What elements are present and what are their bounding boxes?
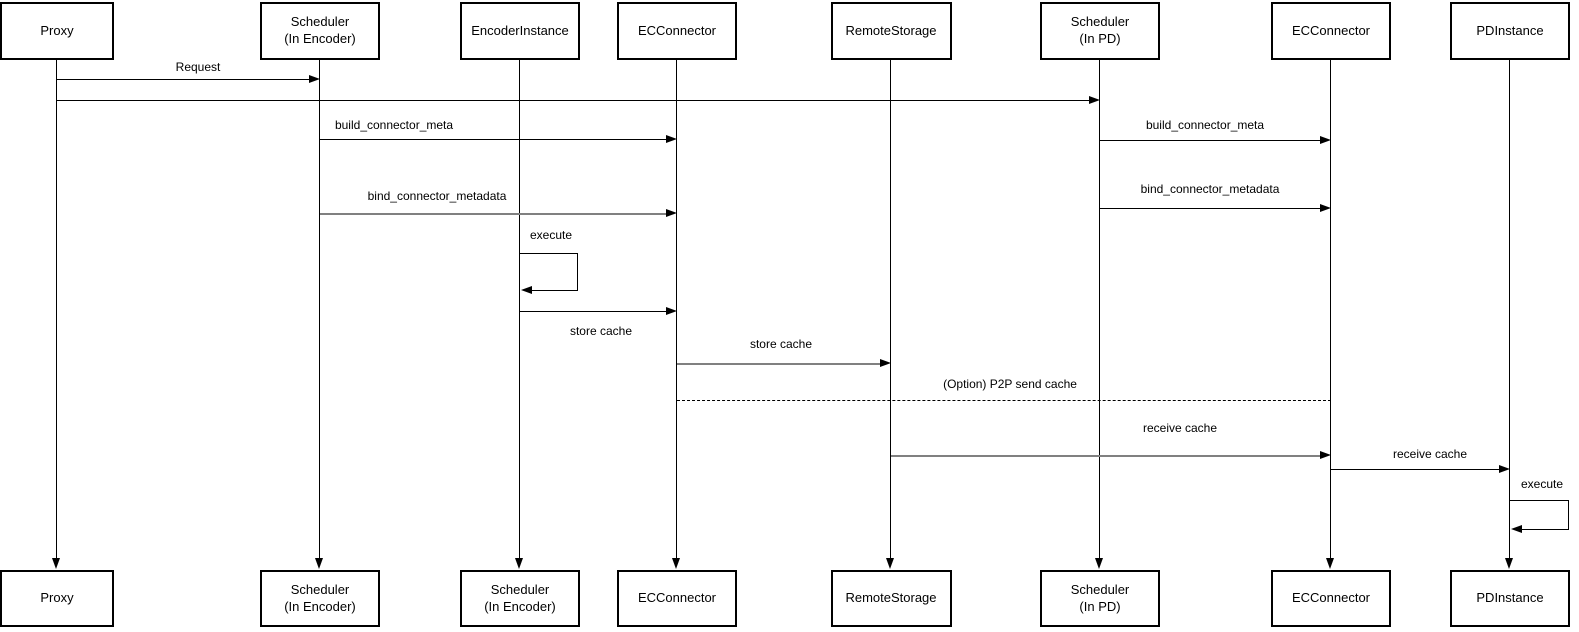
- lifeline-end-arrowhead-icon: [52, 558, 60, 569]
- self-message-arrowhead-icon: [521, 286, 532, 294]
- self-message-return-line: [1521, 529, 1569, 530]
- message-line: [57, 79, 310, 80]
- participant-label: Proxy: [40, 22, 74, 38]
- participant-label: ECConnector: [1291, 590, 1371, 606]
- message-line: [520, 311, 667, 312]
- lifeline-remote-storage: [890, 60, 891, 559]
- participant-bottom-proxy: Proxy: [0, 570, 114, 627]
- lifeline-end-arrowhead-icon: [515, 558, 523, 569]
- message-line: [677, 400, 1331, 401]
- message-line: [57, 100, 1090, 101]
- lifeline-end-arrowhead-icon: [1326, 558, 1334, 569]
- message-arrowhead-icon: [666, 307, 677, 315]
- participant-top-encoder-instance: EncoderInstance: [460, 2, 580, 60]
- participant-bottom-pd-instance: PDInstance: [1450, 570, 1570, 627]
- participant-top-remote-storage: RemoteStorage: [830, 2, 952, 60]
- message-label: bind_connector_metadata: [367, 189, 507, 203]
- participant-bottom-scheduler-in-encoder: Scheduler (In Encoder): [260, 570, 380, 627]
- lifeline-end-arrowhead-icon: [315, 558, 323, 569]
- participant-bottom-encoder-instance: Scheduler (In Encoder): [460, 570, 580, 627]
- participant-top-pd-instance: PDInstance: [1450, 2, 1570, 60]
- self-message-label: execute: [529, 228, 573, 242]
- message-label: build_connector_meta: [1145, 118, 1265, 132]
- message-line: [320, 139, 667, 140]
- lifeline-encoder-instance: [519, 60, 520, 559]
- message-label: receive cache: [1142, 421, 1218, 435]
- message-line: [320, 213, 667, 215]
- participant-label: EncoderInstance: [471, 22, 569, 38]
- message-arrowhead-icon: [666, 135, 677, 143]
- self-message-right-line: [1568, 500, 1569, 529]
- participant-label: PDInstance: [1476, 22, 1544, 38]
- lifeline-scheduler-in-encoder: [319, 60, 320, 559]
- lifeline-ec-connector-pd: [1330, 60, 1331, 559]
- participant-top-scheduler-in-pd: Scheduler (In PD): [1040, 2, 1160, 60]
- self-message-top-line: [520, 253, 577, 254]
- self-message-arrowhead-icon: [1511, 525, 1522, 533]
- participant-label: Scheduler (In PD): [1070, 14, 1130, 46]
- participant-label: Scheduler (In PD): [1070, 581, 1130, 614]
- participant-label: RemoteStorage: [845, 22, 937, 38]
- lifeline-end-arrowhead-icon: [1095, 558, 1103, 569]
- message-line: [1100, 208, 1321, 209]
- message-arrowhead-icon: [1320, 451, 1331, 459]
- participant-label: Scheduler (In Encoder): [284, 14, 356, 46]
- self-message-right-line: [577, 253, 578, 290]
- message-arrowhead-icon: [666, 209, 677, 217]
- self-message-top-line: [1510, 500, 1568, 501]
- participant-top-scheduler-in-encoder: Scheduler (In Encoder): [260, 2, 380, 60]
- message-line: [677, 363, 881, 365]
- participant-top-ec-connector-encoder: ECConnector: [617, 2, 737, 60]
- message-line: [891, 455, 1321, 457]
- message-arrowhead-icon: [1499, 465, 1510, 473]
- lifeline-end-arrowhead-icon: [672, 558, 680, 569]
- participant-label: Scheduler (In Encoder): [284, 581, 356, 614]
- participant-bottom-scheduler-in-pd: Scheduler (In PD): [1040, 570, 1160, 627]
- message-label: Request: [175, 60, 221, 74]
- participant-label: ECConnector: [637, 22, 717, 38]
- message-arrowhead-icon: [309, 75, 320, 83]
- self-message-return-line: [531, 290, 578, 291]
- participant-top-proxy: Proxy: [0, 2, 114, 60]
- message-arrowhead-icon: [880, 359, 891, 367]
- participant-bottom-ec-connector-pd: ECConnector: [1271, 570, 1391, 627]
- lifeline-end-arrowhead-icon: [1505, 558, 1513, 569]
- participant-label: ECConnector: [637, 590, 717, 606]
- lifeline-proxy: [56, 60, 57, 559]
- message-arrowhead-icon: [1320, 136, 1331, 144]
- participant-label: PDInstance: [1476, 590, 1544, 606]
- participant-bottom-ec-connector-encoder: ECConnector: [617, 570, 737, 627]
- participant-bottom-remote-storage: RemoteStorage: [830, 570, 952, 627]
- message-label: build_connector_meta: [334, 118, 454, 132]
- participant-label: RemoteStorage: [845, 590, 937, 606]
- message-label: bind_connector_metadata: [1140, 182, 1280, 196]
- participant-label: Proxy: [40, 590, 74, 606]
- lifeline-scheduler-in-pd: [1099, 60, 1100, 559]
- message-arrowhead-icon: [1089, 96, 1100, 104]
- lifeline-end-arrowhead-icon: [886, 558, 894, 569]
- self-message-label: execute: [1520, 477, 1564, 491]
- message-line: [1331, 469, 1500, 470]
- message-label: (Option) P2P send cache: [943, 377, 1077, 391]
- participant-label: ECConnector: [1291, 22, 1371, 38]
- message-label: store cache: [749, 337, 813, 351]
- lifeline-pd-instance: [1509, 60, 1510, 559]
- participant-label: Scheduler (In Encoder): [484, 581, 556, 614]
- message-label: store cache: [569, 324, 633, 338]
- message-arrowhead-icon: [1320, 204, 1331, 212]
- participant-top-ec-connector-pd: ECConnector: [1271, 2, 1391, 60]
- message-label: receive cache: [1392, 447, 1468, 461]
- message-line: [1100, 140, 1321, 141]
